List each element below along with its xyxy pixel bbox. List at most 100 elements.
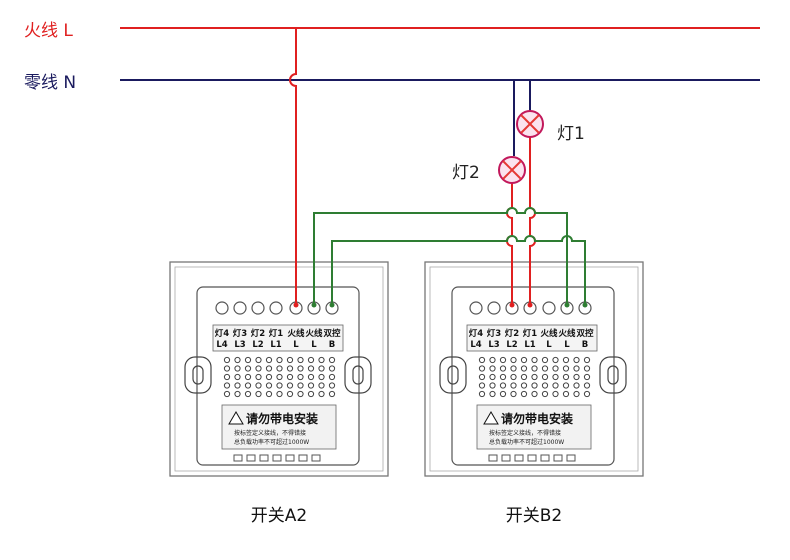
vent-hole [489,390,496,398]
vent-hole [552,390,559,398]
switch-a2-terminal-cn: 灯4 [215,328,230,339]
switch-b2-terminal-code: B [582,340,588,350]
vent-hole [541,365,549,372]
vent-hole [583,373,591,381]
switch-b2-caption: 开关B2 [506,506,562,526]
warning-icon [228,411,244,425]
vent-hole [478,356,486,364]
switch-b2-warning-title: 请勿带电安装 [501,411,573,426]
vent-hole [297,382,304,389]
switch-a2-terminal-code: L3 [234,340,245,350]
vent-hole [510,382,517,389]
vent-hole [478,365,486,372]
switch-a2-terminal-code: L [311,340,317,350]
vent-hole [307,365,315,372]
vent-hole [520,356,528,364]
switch-b2-terminal-code: L1 [524,340,535,350]
switch-a2-terminal-code: B [329,340,335,350]
vent-hole [499,373,507,381]
vent-hole [520,365,528,372]
vent-hole [307,356,315,364]
switch-b2-terminal-cn: 灯2 [505,328,520,339]
vent-hole [531,365,538,372]
vent-hole [276,382,283,389]
vent-hole [244,373,252,381]
vent-hole [307,373,315,381]
vent-hole [318,382,325,389]
vent-hole [297,365,304,372]
wire-traveler-1 [313,207,568,305]
vent-hole [541,356,549,364]
vent-hole [265,365,273,372]
switch-a2-terminal-cn: 双控 [323,328,341,339]
vent-hole [286,365,294,372]
lamp-1-label: 灯1 [557,124,585,144]
vent-hole [255,382,262,389]
vent-hole [489,373,496,381]
switch-b2-terminal-cn: 灯4 [469,328,484,339]
vent-hole [562,365,570,372]
vent-hole [223,382,231,389]
vent-hole [318,365,325,372]
vent-hole [244,356,252,364]
vent-hole [583,390,591,398]
vent-hole [297,373,304,381]
vent-hole [552,356,559,364]
switch-a2-terminal-cn: 火线 [287,328,305,339]
switch-a2-terminal-code: L [293,340,299,350]
live-line-label: 火线 L [24,21,73,41]
vent-hole [541,373,549,381]
vent-hole [328,373,336,381]
vent-hole [499,365,507,372]
vent-hole [478,373,486,381]
switch-a2-warning-note: 按标签定义接线，不得错接 [234,429,306,437]
vent-hole [499,382,507,389]
vent-hole [531,373,538,381]
vent-hole [583,382,591,389]
vent-hole [531,390,538,398]
vent-hole [328,390,336,398]
vent-hole [276,373,283,381]
switch-b2-terminal-code: L [546,340,552,350]
switch-b2-terminal-cn: 火线 [540,328,558,339]
vent-hole [318,373,325,381]
vent-hole [223,365,231,372]
vent-hole [234,356,241,364]
vent-hole [234,382,241,389]
vent-hole [510,356,517,364]
vent-hole [499,356,507,364]
vent-hole [307,390,315,398]
vent-hole [573,373,580,381]
switch-b2-warning-note: 按标签定义接线，不得错接 [489,429,561,437]
vent-hole [583,356,591,364]
vent-hole [328,382,336,389]
vent-hole [234,373,241,381]
vent-hole [510,390,517,398]
vent-hole [297,390,304,398]
vent-hole [328,365,336,372]
switch-b2-terminal-code: L3 [488,340,499,350]
vent-hole [562,373,570,381]
vent-hole [255,365,262,372]
lamp-2 [498,156,526,184]
vent-hole [573,356,580,364]
lamp-1 [516,110,544,138]
switch-b2: 灯4 灯3 灯2 灯1 火线 火线 双控 L4 L3 L2 L1 L L B 请… [424,261,644,477]
vent-hole [223,356,231,364]
vent-hole [552,382,559,389]
vent-hole [244,390,252,398]
switch-a2-terminal-cn: 灯2 [251,328,266,339]
vent-hole [286,356,294,364]
vent-hole [276,390,283,398]
vent-hole [223,373,231,381]
vent-hole [318,356,325,364]
vent-hole [541,382,549,389]
vent-hole [489,382,496,389]
vent-hole [520,390,528,398]
vent-hole [531,382,538,389]
vent-hole [286,373,294,381]
switch-b2-terminal-cn: 灯1 [523,328,538,339]
vent-hole [244,365,252,372]
vent-hole [478,382,486,389]
